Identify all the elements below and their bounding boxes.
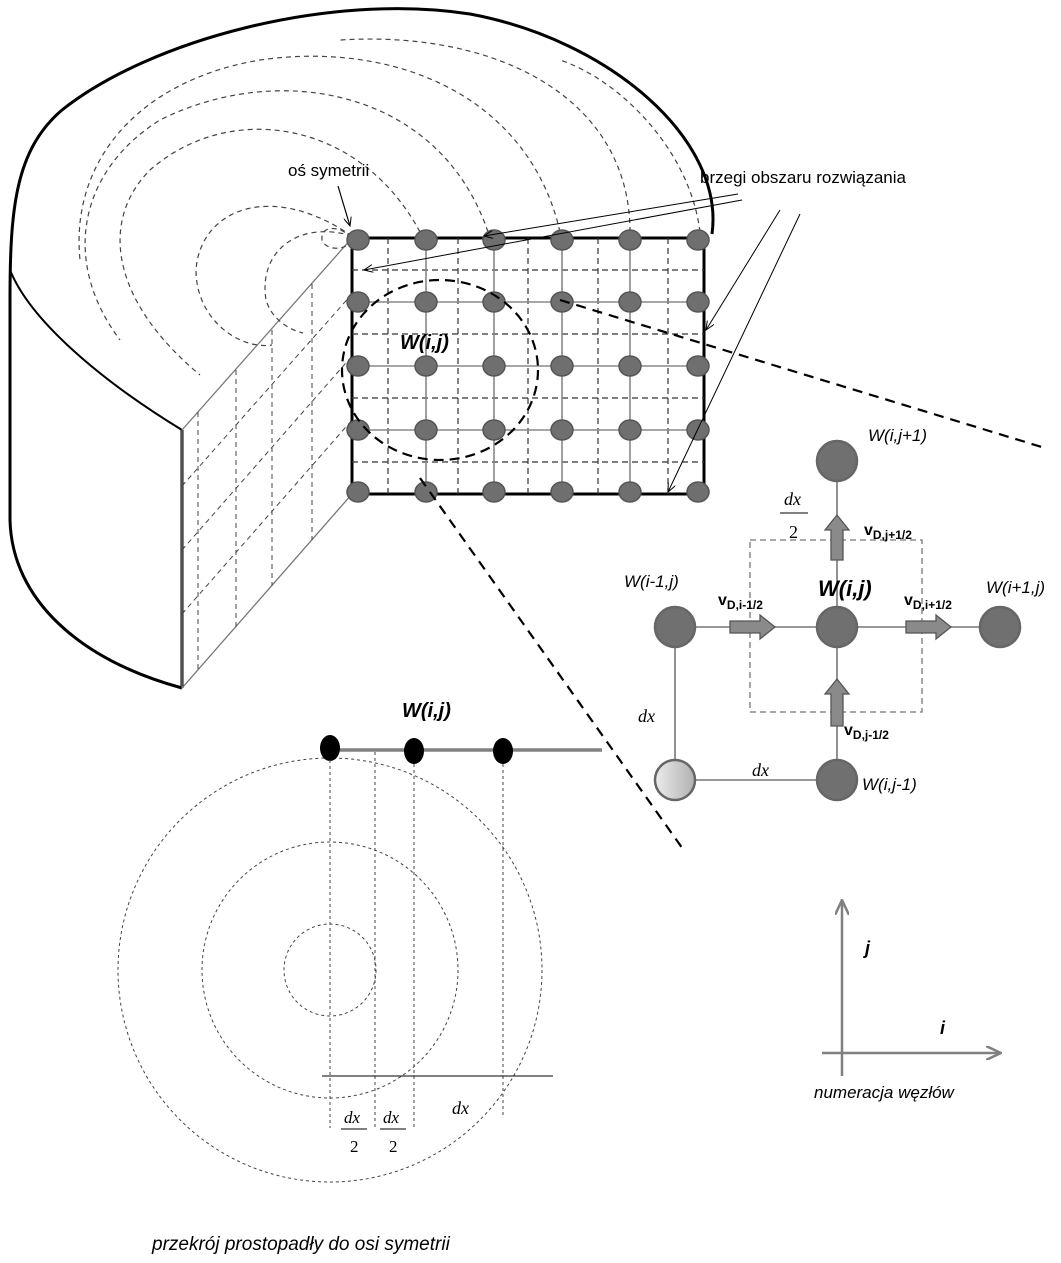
grid-node [346,229,370,251]
grid-node [414,419,438,441]
grid-node [482,481,506,503]
grid-node [482,355,506,377]
cs-node-1 [320,735,340,761]
cell-highlight-circle [340,278,540,462]
grid-node [482,419,506,441]
flux-label-bottom: vD,j-1/2 [844,722,889,742]
grid-node [618,419,642,441]
cross-section-nodes [320,735,513,764]
grid-node [686,355,710,377]
grid-node [686,419,710,441]
half-dx-numerator: dx [784,489,801,509]
boundaries-label: brzegi obszaru rozwiązania [700,168,907,187]
cs-half-dx-2: dx 2 [380,1108,406,1156]
label-node-right: W(i+1,j) [986,578,1045,597]
cs-node-3 [493,738,513,764]
grid-node [618,291,642,313]
label-node-bottom: W(i,j-1) [862,775,917,794]
cs-node-2 [404,738,424,764]
flux-arrow-top [823,513,851,561]
half-dx-denominator: 2 [789,522,798,542]
grid-node [550,481,574,503]
axes-caption: numeracja węzłów [814,1083,956,1102]
grid-node [686,481,710,503]
cut-plane-grid [181,284,353,670]
node-right [978,605,1022,649]
node-bottom [815,758,859,802]
grid-node [618,229,642,251]
cs-half-dx-1-den: 2 [350,1137,359,1156]
stencil-detail: W(i,j+1) W(i-1,j) W(i,j) W(i+1,j) W(i,j-… [624,426,1045,802]
grid-node [686,229,710,251]
grid-node [346,481,370,503]
boundary-pointers [364,193,801,492]
grid-node [686,291,710,313]
cs-node-label: W(i,j) [402,700,451,722]
zoom-lines [419,298,1046,853]
label-node-top: W(i,j+1) [868,426,927,445]
grid-node [346,291,370,313]
grid-node [414,481,438,503]
grid-node [414,229,438,251]
node-corner [653,758,697,802]
flux-arrows [729,513,953,727]
cross-section-caption: przekrój prostopadły do osi symetrii [151,1234,451,1255]
dx-horizontal-label: dx [752,760,769,780]
flux-label-left: vD,i-1/2 [718,592,763,612]
cs-half-dx-2-num: dx [383,1108,400,1127]
cell-label: W(i,j) [400,332,449,354]
stencil-nodes [653,439,1022,802]
flux-arrow-bottom [823,677,851,727]
dimension-lines [329,752,504,1128]
grid-node [414,291,438,313]
flux-label-top: vD,j+1/2 [864,522,912,542]
flux-label-right: vD,i+1/2 [904,592,952,612]
grid-node [346,355,370,377]
grid-node [618,481,642,503]
cylinder-top-edge [9,269,183,431]
half-dx-fraction: dx 2 [780,489,808,542]
cs-half-dx-1: dx 2 [341,1108,367,1156]
axis-pointer [337,185,350,226]
axis-j-label: j [863,938,871,958]
grid-node [550,355,574,377]
cell-boundaries [352,238,704,494]
cylinder-figure: W(i,j) oś symetrii brzegi obszaru rozwią… [8,7,907,690]
grid-node [550,419,574,441]
cs-dx-label: dx [452,1098,469,1118]
dx-vertical-label: dx [638,706,655,726]
grid-node [414,355,438,377]
node-numbering-axes: j i numeracja węzłów [814,900,1001,1102]
axis-i-label: i [940,1018,946,1038]
node-center [815,605,859,649]
axis-label: oś symetrii [288,161,369,180]
label-node-center: W(i,j) [818,576,872,601]
flux-arrow-left [729,613,777,641]
top-surface-rings [78,38,701,376]
cross-section: W(i,j) dx 2 dx 2 dx przekrój prostopadły… [117,700,602,1255]
grid-nodes [346,229,710,503]
flux-arrow-right [905,613,953,641]
node-left [653,605,697,649]
cs-half-dx-2-den: 2 [389,1137,398,1156]
grid-node [618,355,642,377]
cs-half-dx-1-num: dx [344,1108,361,1127]
cylinder-outer-rim [8,7,715,690]
node-top [815,439,859,483]
grid-node [550,291,574,313]
cut-plane [181,236,353,690]
label-node-left: W(i-1,j) [624,572,679,591]
grid-node [550,229,574,251]
